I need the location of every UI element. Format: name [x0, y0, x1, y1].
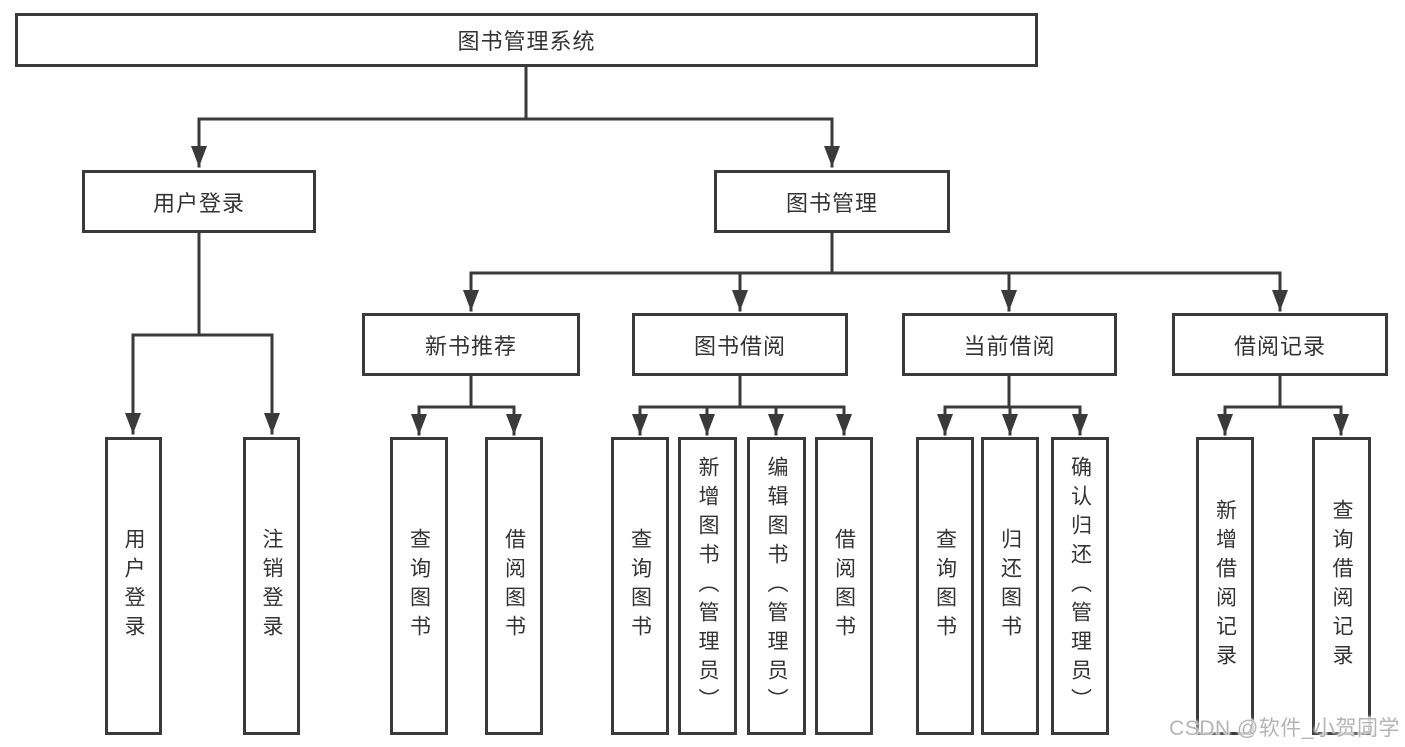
node-book-borrow: 图书借阅 [632, 313, 848, 376]
node-book-management-branch: 图书管理 [714, 170, 950, 233]
node-leaf-confirm-return-admin: 确认归还（管理员） [1051, 437, 1109, 735]
node-current-borrow: 当前借阅 [902, 313, 1117, 376]
node-label-leaf-logout: 注销登录 [260, 528, 283, 644]
node-leaf-query-books-recommend: 查询图书 [390, 437, 448, 735]
node-user-login-branch: 用户登录 [82, 170, 316, 233]
node-leaf-query-borrow-record: 查询借阅记录 [1312, 437, 1371, 735]
node-leaf-add-borrow-record: 新增借阅记录 [1196, 437, 1254, 735]
node-new-book-recommend: 新书推荐 [362, 313, 580, 376]
node-leaf-user-login: 用户登录 [105, 437, 162, 735]
node-leaf-logout: 注销登录 [243, 437, 300, 735]
node-borrow-records: 借阅记录 [1172, 313, 1388, 376]
connector-borrow-records-to-leaves [1217, 374, 1349, 436]
node-label-leaf-confirm-return-admin: 确认归还（管理员） [1068, 455, 1092, 717]
node-label-leaf-query-books-borrow: 查询图书 [628, 528, 652, 644]
node-label-leaf-add-borrow-record: 新增借阅记录 [1213, 499, 1237, 673]
connector-new-book-recommend-to-leaves [411, 374, 522, 436]
node-label-leaf-return-book: 归还图书 [998, 528, 1022, 644]
node-label-leaf-query-borrow-record: 查询借阅记录 [1330, 499, 1353, 673]
connector-book-borrow-to-leaves [632, 374, 852, 436]
connector-book-management-to-modules [463, 231, 1288, 312]
node-label-leaf-query-books-recommend: 查询图书 [407, 528, 431, 644]
connector-user-login-to-leaves [125, 231, 280, 435]
node-label-book-management-branch: 图书管理 [785, 190, 878, 216]
node-leaf-add-book-admin: 新增图书（管理员） [678, 437, 737, 735]
node-label-borrow-records: 借阅记录 [1233, 333, 1326, 359]
node-label-leaf-borrow-books-recommend: 借阅图书 [502, 528, 526, 644]
node-label-leaf-edit-book-admin: 编辑图书（管理员） [765, 455, 788, 717]
node-leaf-query-books-borrow: 查询图书 [611, 437, 669, 735]
node-label-system-root: 图书管理系统 [457, 29, 596, 54]
connector-root-to-branches [191, 65, 840, 168]
node-leaf-edit-book-admin: 编辑图书（管理员） [747, 437, 806, 735]
node-leaf-query-books-current: 查询图书 [916, 437, 974, 735]
node-label-leaf-user-login: 用户登录 [122, 528, 145, 644]
node-leaf-return-book: 归还图书 [981, 437, 1039, 735]
node-leaf-borrow-books: 借阅图书 [815, 437, 873, 735]
node-label-leaf-add-book-admin: 新增图书（管理员） [696, 455, 719, 717]
node-label-new-book-recommend: 新书推荐 [424, 333, 517, 359]
node-label-leaf-borrow-books: 借阅图书 [832, 528, 856, 644]
node-label-user-login-branch: 用户登录 [152, 190, 245, 216]
csdn-watermark: CSDN @软件_小贺同学 [1169, 717, 1400, 740]
node-label-book-borrow: 图书借阅 [693, 333, 786, 359]
node-label-current-borrow: 当前借阅 [963, 333, 1056, 359]
node-leaf-borrow-books-recommend: 借阅图书 [485, 437, 543, 735]
connector-current-borrow-to-leaves [937, 374, 1088, 436]
node-system-root: 图书管理系统 [15, 13, 1038, 67]
node-label-leaf-query-books-current: 查询图书 [933, 528, 957, 644]
